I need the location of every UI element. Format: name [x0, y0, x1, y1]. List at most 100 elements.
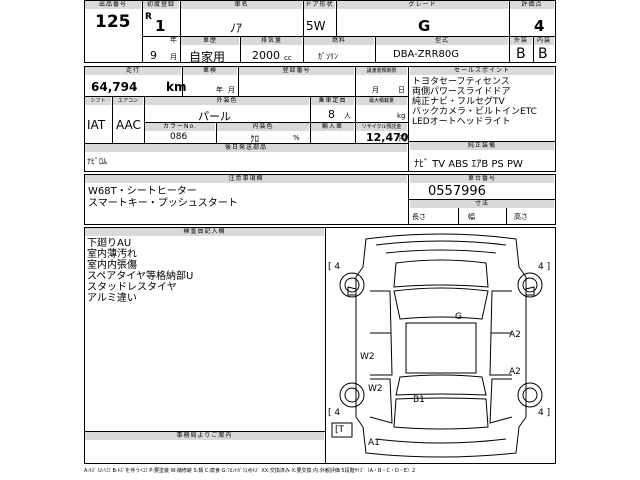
car-diagram: [331, 233, 543, 458]
inspector-item: アルミ違い: [87, 293, 137, 304]
label-fuel: 燃料: [304, 37, 374, 45]
displacement-unit: cc: [284, 54, 292, 62]
sales-point: 純正ナビ・フルセグTV: [412, 97, 505, 107]
usage-value: 自家用: [189, 50, 226, 64]
damage-mark: B1: [413, 395, 425, 405]
label-shift: シフト: [85, 97, 111, 105]
label-capacity: 乗車定員: [311, 97, 354, 105]
label-color-no: カラーNo.: [145, 123, 215, 131]
model-value: DBA-ZRR80G: [393, 49, 460, 60]
label-car-name: 車名: [181, 1, 302, 9]
era: R: [145, 12, 152, 22]
label-recycle: リサイクル預託金: [356, 123, 407, 131]
sales-point: LEDオートヘッドライト: [412, 117, 511, 127]
label-inspection: 車検: [183, 67, 237, 75]
inspector-list: 下廻りAU 室内薄汚れ 室内内張傷 スペアタイヤ等格納部U スタッドレスタイヤ …: [87, 238, 193, 304]
label-chassis: 車台番号: [410, 175, 554, 183]
damage-mark: A2: [509, 367, 521, 377]
sales-points-list: トヨタセーフティセンス 両側パワースライドドア 純正ナビ・フルセグTV バックカ…: [412, 77, 537, 127]
recycle-value: 12,470: [366, 131, 409, 144]
damage-mark: A1: [368, 438, 380, 448]
label-import: 輸入車: [311, 123, 354, 131]
car-name: ﾉｱ: [230, 21, 243, 35]
year-unit: 年: [170, 36, 177, 44]
damage-mark: W2: [360, 352, 375, 362]
label-aircon: エアコン: [113, 97, 143, 105]
label-load: 最大積載量: [356, 97, 407, 105]
tire-front-left: [ 4: [328, 262, 341, 272]
label-exterior: 外装: [510, 37, 532, 45]
label-model: 型式: [376, 37, 508, 45]
chassis-value: 0557996: [428, 184, 486, 199]
inspection-month-unit: 月: [228, 86, 235, 94]
damage-mark: G: [455, 312, 462, 322]
month-value: 9: [150, 49, 157, 62]
damage-mark: A2: [509, 330, 521, 340]
fuel-value: ｶﾞｿﾘﾝ: [318, 52, 338, 61]
note-item: スマートキー・プッシュスタート: [88, 198, 238, 209]
tire-rear-left: [ 4: [328, 408, 341, 418]
label-score: 評価点: [510, 1, 554, 9]
grade-value: G: [418, 17, 431, 35]
dim-length: 長さ: [412, 213, 426, 221]
sales-point: トヨタセーフティセンス: [412, 77, 510, 87]
inspector-item: 室内内張傷: [87, 260, 137, 271]
capacity-unit: 人: [344, 112, 351, 120]
transfer-day-unit: 日: [398, 86, 405, 94]
label-sales-points: セールスポイント: [410, 67, 554, 75]
dim-height: 高さ: [514, 213, 528, 221]
label-aftermarket: 後日発送部品: [85, 144, 407, 152]
month-unit: 月: [170, 53, 177, 61]
capacity-value: 8: [328, 108, 335, 121]
label-notes: 注意事項欄: [85, 175, 407, 183]
color-no-value: 086: [170, 132, 188, 142]
shift-value: IAT: [87, 118, 106, 132]
interior-color-value: ｸﾛ: [250, 135, 260, 145]
score-value: 4: [534, 17, 545, 35]
sales-point: バックカメラ・ビルトインETC: [412, 107, 537, 117]
label-equipment: 純正装備: [410, 142, 554, 150]
recycle-unit: 円: [399, 135, 406, 143]
label-interior: 内装: [534, 37, 554, 45]
mileage-unit: km: [166, 80, 187, 94]
note-item: W68T・シートヒーター: [88, 186, 197, 197]
legend: A:ｷｽﾞ U:ﾍｺﾐ B:ｷｽﾞを伴うﾍｺﾐ P:要塗装 W:補修跡 S:錆 …: [84, 468, 416, 474]
label-color: 外装色: [145, 97, 309, 105]
inspection-year-unit: 年: [216, 86, 223, 94]
trunk-mark: [T: [335, 425, 345, 435]
exterior-value: B: [516, 46, 526, 62]
notes-list: W68T・シートヒーター スマートキー・プッシュスタート: [88, 186, 238, 210]
inspector-item: 室内薄汚れ: [87, 249, 137, 260]
year-value: 1: [155, 17, 166, 35]
label-grade: グレード: [337, 1, 508, 9]
label-displacement: 排気量: [241, 37, 302, 45]
interior-value: B: [538, 46, 548, 62]
sales-point: 両側パワースライドドア: [412, 87, 511, 97]
label-office: 事務局よりご案内: [85, 432, 324, 440]
label-year: 初度登録: [143, 1, 179, 9]
displacement-value: 2000: [252, 49, 280, 62]
load-unit: kg: [397, 112, 406, 120]
color-value: パール: [198, 110, 231, 123]
inspector-item: スタッドレスタイヤ: [87, 282, 177, 293]
aftermarket-value: ﾅﾋﾞﾛﾑ: [87, 157, 107, 166]
equipment-value: ﾅﾋﾞ TV ABS ｴｱB PS PW: [414, 159, 523, 170]
label-usage: 車歴: [181, 37, 239, 45]
import-unit: %: [293, 134, 300, 142]
mileage-value: 64,794: [91, 80, 138, 94]
label-dims: 寸法: [410, 200, 554, 208]
inspector-item: 下廻りAU: [87, 238, 132, 249]
transfer-month-unit: 月: [372, 86, 379, 94]
label-reg: 登録番号: [239, 67, 354, 75]
label-mileage: 走行: [85, 67, 181, 75]
damage-mark: W2: [368, 384, 383, 394]
lot-number: 125: [95, 12, 131, 32]
label-interior-color: 内装色: [217, 123, 309, 131]
inspector-item: スペアタイヤ等格納部U: [87, 271, 194, 282]
tire-rear-right: 4 ]: [538, 408, 551, 418]
aircon-value: AAC: [116, 118, 141, 132]
tire-front-right: 4 ]: [538, 262, 551, 272]
door-value: 5W: [306, 19, 326, 33]
label-inspector: 検査員記入欄: [85, 228, 324, 236]
label-lot: 出品番号: [85, 1, 141, 9]
